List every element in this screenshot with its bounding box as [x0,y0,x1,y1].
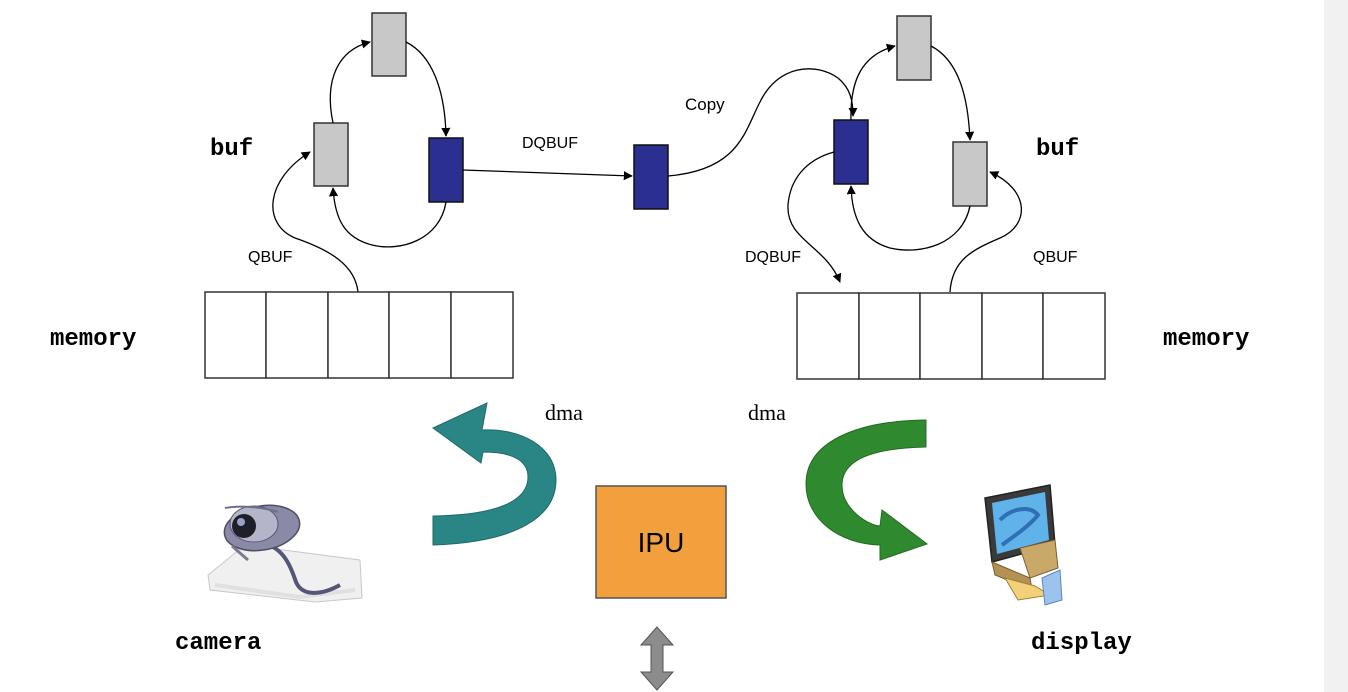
ipu-label: IPU [638,527,685,558]
memory-right-cell [1042,292,1106,380]
display-monitor-icon [984,484,1063,606]
right-dqbuf-arrow [787,151,842,283]
memory-right-cell [858,292,921,380]
memory-left-cell [265,291,329,379]
memory-right-label: memory [1163,326,1249,353]
qbuf-left-label: QBUF [248,249,293,266]
right-qbuf-arrow [949,171,1023,293]
left-ring-buffer-dequeued [428,137,464,203]
buf-left-label: buf [210,136,253,163]
left-ring-arrow-right-to-left [328,187,447,248]
memory-left-cell [327,291,390,379]
memory-right-cell [796,292,860,380]
memory-left-cell [450,291,514,379]
buf-right-label: buf [1036,136,1079,163]
memory-right-cell [981,292,1044,380]
right-ring-buffer-top [896,15,932,81]
dma-left-label: dma [545,400,583,425]
dma-right-label: dma [748,400,786,425]
dqbuf-right-label: DQBUF [745,249,801,266]
copy-buffer [633,144,669,210]
bus-double-arrow-icon [639,626,675,691]
camera-icon [207,504,363,603]
camera-label: camera [175,630,261,657]
dqbuf-arrow-to-copy-buffer [462,169,633,181]
left-buffer-ring [272,12,464,293]
left-ring-arrow-left-to-top [329,39,371,124]
right-ring-arrow-right-to-left [846,185,971,251]
memory-right-block [796,292,1106,380]
memory-left-label: memory [50,326,136,353]
memory-left-cell [204,291,267,379]
right-ring-arrow-left-to-top [850,43,896,121]
right-edge-strip [1324,0,1348,692]
dqbuf-top-label: DQBUF [522,135,578,152]
left-qbuf-arrow [272,151,359,293]
left-ring-arrow-top-to-right [405,41,451,137]
right-ring-buffer-queued [833,119,869,185]
right-ring-arrow-top-to-right [930,45,975,141]
memory-left-block [204,291,514,379]
copy-label: Copy [685,95,725,114]
display-label: display [1031,630,1132,657]
memory-left-cell [388,291,452,379]
ipu-box [595,485,727,599]
copy-arrow [667,68,858,177]
dma-in-arrow [432,402,557,546]
left-ring-buffer-left [313,122,349,187]
right-buffer-ring [787,15,1023,293]
dma-out-arrow [805,419,929,561]
qbuf-right-label: QBUF [1033,249,1078,266]
right-ring-buffer-right [952,141,988,207]
left-ring-buffer-top [371,12,407,77]
memory-right-cell [919,292,983,380]
